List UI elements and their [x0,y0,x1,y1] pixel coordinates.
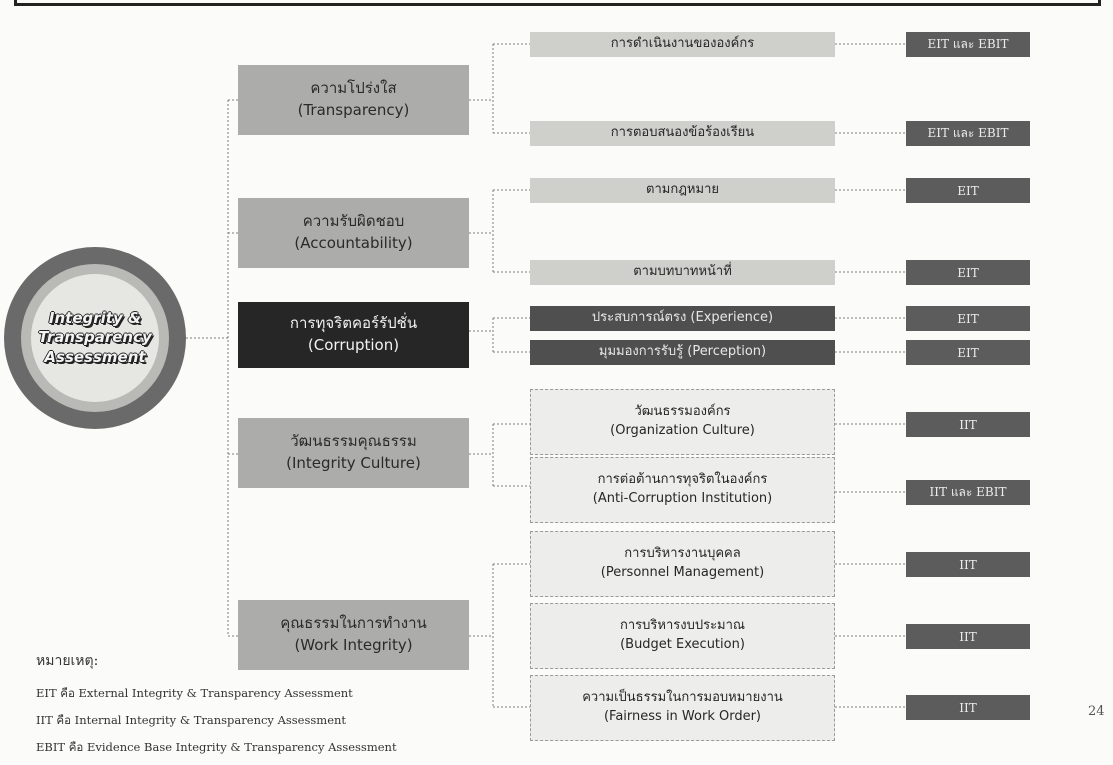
subitem-label: การดำเนินงานขององค์กร [610,36,755,52]
category-integrity-culture: วัฒนธรรมคุณธรรม (Integrity Culture) [238,418,469,488]
subitem-fairness-work-order: ความเป็นธรรมในการมอบหมายงาน (Fairness in… [530,675,835,741]
category-name-en: (Work Integrity) [294,636,413,654]
assessment-badge: IIT [906,412,1030,437]
category-name-en: (Transparency) [297,101,410,119]
category-accountability: ความรับผิดชอบ (Accountability) [238,198,469,268]
subitem-label-en: (Anti-Corruption Institution) [592,491,773,506]
subitem-label: มุมมองการรับรู้ (Perception) [598,344,767,360]
subitem-organization-culture: วัฒนธรรมองค์กร (Organization Culture) [530,389,835,455]
assessment-badge: IIT [906,624,1030,649]
subitem-by-law: ตามกฎหมาย [530,178,835,203]
category-name-th: ความโปร่งใส [310,79,397,98]
subitem-complaint-response: การตอบสนองข้อร้องเรียน [530,121,835,146]
subitem-label: การบริหารงบประมาณ [620,618,745,634]
category-name-th: คุณธรรมในการทำงาน [280,614,427,633]
subitem-personnel-management: การบริหารงานบุคคล (Personnel Management) [530,531,835,597]
note-item: EIT คือ External Integrity & Transparenc… [36,686,353,700]
center-title-line: Transparency [38,328,152,347]
subitem-label: ตามบทบาทหน้าที่ [633,264,732,280]
subitem-label: การตอบสนองข้อร้องเรียน [610,125,755,141]
subitem-label: ประสบการณ์ตรง (Experience) [591,310,774,326]
subitem-label: ตามกฎหมาย [646,182,719,198]
note-item: EBIT คือ Evidence Base Integrity & Trans… [36,740,397,754]
subitem-label: การต่อต้านการทุจริตในองค์กร [597,472,768,488]
subitem-perception: มุมมองการรับรู้ (Perception) [530,340,835,365]
category-name-th: ความรับผิดชอบ [302,212,405,231]
subitem-label: ความเป็นธรรมในการมอบหมายงาน [582,690,783,706]
category-corruption: การทุจริตคอร์รัปชั่น (Corruption) [238,302,469,368]
category-name-th: การทุจริตคอร์รัปชั่น [289,314,418,333]
center-circle: Integrity & Transparency Assessment [31,274,159,402]
assessment-badge: EIT [906,306,1030,331]
top-frame [14,0,1101,6]
notes-title: หมายเหตุ: [36,653,99,669]
center-title: Integrity & Transparency Assessment [38,309,152,368]
subitem-label: วัฒนธรรมองค์กร [634,404,731,420]
subitem-label-en: (Personnel Management) [600,565,765,580]
assessment-badge: EIT [906,260,1030,285]
category-name-en: (Corruption) [307,336,400,354]
center-title-line: Integrity & [48,308,142,327]
subitem-anti-corruption: การต่อต้านการทุจริตในองค์กร (Anti-Corrup… [530,457,835,523]
assessment-badge: IIT [906,552,1030,577]
subitem-experience: ประสบการณ์ตรง (Experience) [530,306,835,331]
category-transparency: ความโปร่งใส (Transparency) [238,65,469,135]
assessment-badge: IIT และ EBIT [906,480,1030,505]
page-number: 24 [1088,704,1105,719]
note-item: IIT คือ Internal Integrity & Transparenc… [36,713,347,727]
subitem-budget-execution: การบริหารงบประมาณ (Budget Execution) [530,603,835,669]
subitem-by-role: ตามบทบาทหน้าที่ [530,260,835,285]
assessment-badge: IIT [906,695,1030,720]
assessment-badge: EIT และ EBIT [906,121,1030,146]
subitem-label-en: (Fairness in Work Order) [603,709,761,724]
category-name-en: (Accountability) [294,234,413,252]
category-name-en: (Integrity Culture) [286,454,421,472]
category-name-th: วัฒนธรรมคุณธรรม [290,432,417,451]
category-work-integrity: คุณธรรมในการทำงาน (Work Integrity) [238,600,469,670]
subitem-label-en: (Organization Culture) [610,423,755,438]
subitem-label-en: (Budget Execution) [620,637,745,652]
assessment-badge: EIT และ EBIT [906,32,1030,57]
subitem-label: การบริหารงานบุคคล [624,546,741,562]
assessment-badge: EIT [906,178,1030,203]
center-title-line: Assessment [44,347,146,366]
subitem-organization-operations: การดำเนินงานขององค์กร [530,32,835,57]
assessment-badge: EIT [906,340,1030,365]
